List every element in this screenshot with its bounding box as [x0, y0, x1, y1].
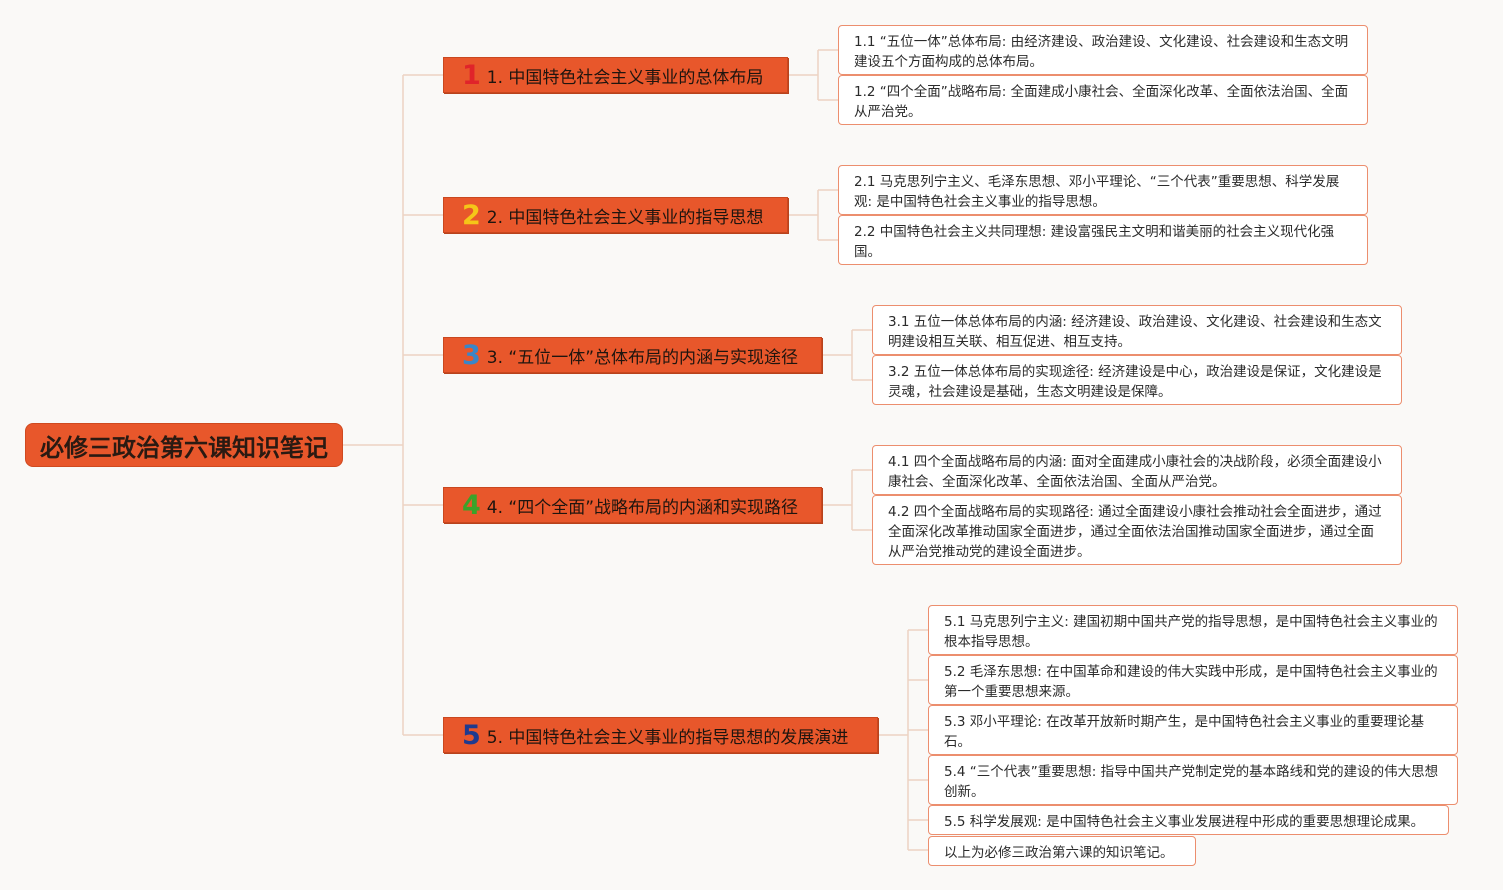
branch-1-label: 1. 中国特色社会主义事业的总体布局	[486, 67, 764, 88]
leaf-5-2[interactable]: 5.2 毛泽东思想: 在中国革命和建设的伟大实践中形成，是中国特色社会主义事业的…	[928, 655, 1458, 705]
leaf-2-1[interactable]: 2.1 马克思列宁主义、毛泽东思想、邓小平理论、“三个代表”重要思想、科学发展观…	[838, 165, 1368, 215]
leaf-1-1-text: 1.1 “五位一体”总体布局: 由经济建设、政治建设、文化建设、社会建设和生态文…	[854, 34, 1349, 70]
leaf-4-1-text: 4.1 四个全面战略布局的内涵: 面对全面建成小康社会的决战阶段，必须全面建设小…	[888, 454, 1382, 490]
branch-4-label: 4. “四个全面”战略布局的内涵和实现路径	[486, 497, 799, 518]
number-4-icon: 4	[462, 489, 481, 521]
branch-2[interactable]: 2 2. 中国特色社会主义事业的指导思想	[443, 197, 788, 233]
branch-5[interactable]: 5 5. 中国特色社会主义事业的指导思想的发展演进	[443, 717, 878, 753]
leaf-3-2-text: 3.2 五位一体总体布局的实现途径: 经济建设是中心，政治建设是保证，文化建设是…	[888, 364, 1382, 400]
leaf-2-2[interactable]: 2.2 中国特色社会主义共同理想: 建设富强民主文明和谐美丽的社会主义现代化强国…	[838, 215, 1368, 265]
branch-3[interactable]: 3 3. “五位一体”总体布局的内涵与实现途径	[443, 337, 822, 373]
leaf-5-3-text: 5.3 邓小平理论: 在改革开放新时期产生，是中国特色社会主义事业的重要理论基石…	[944, 714, 1425, 750]
number-5-icon: 5	[462, 719, 481, 751]
leaf-5-4-text: 5.4 “三个代表”重要思想: 指导中国共产党制定党的基本路线和党的建设的伟大思…	[944, 764, 1439, 800]
root-topic[interactable]: 必修三政治第六课知识笔记	[25, 423, 343, 467]
leaf-1-2[interactable]: 1.2 “四个全面”战略布局: 全面建成小康社会、全面深化改革、全面依法治国、全…	[838, 75, 1368, 125]
leaf-2-2-text: 2.2 中国特色社会主义共同理想: 建设富强民主文明和谐美丽的社会主义现代化强国…	[854, 224, 1335, 260]
number-3-icon: 3	[462, 339, 481, 371]
leaf-4-1[interactable]: 4.1 四个全面战略布局的内涵: 面对全面建成小康社会的决战阶段，必须全面建设小…	[872, 445, 1402, 495]
leaf-5-2-text: 5.2 毛泽东思想: 在中国革命和建设的伟大实践中形成，是中国特色社会主义事业的…	[944, 664, 1438, 700]
number-2-icon: 2	[462, 199, 481, 231]
leaf-5-1[interactable]: 5.1 马克思列宁主义: 建国初期中国共产党的指导思想，是中国特色社会主义事业的…	[928, 605, 1458, 655]
leaf-1-2-text: 1.2 “四个全面”战略布局: 全面建成小康社会、全面深化改革、全面依法治国、全…	[854, 84, 1349, 120]
root-title: 必修三政治第六课知识笔记	[40, 433, 328, 462]
leaf-summary-text: 以上为必修三政治第六课的知识笔记。	[944, 845, 1174, 861]
leaf-5-3[interactable]: 5.3 邓小平理论: 在改革开放新时期产生，是中国特色社会主义事业的重要理论基石…	[928, 705, 1458, 755]
leaf-4-2-text: 4.2 四个全面战略布局的实现路径: 通过全面建设小康社会推动社会全面进步，通过…	[888, 504, 1382, 560]
leaf-3-1[interactable]: 3.1 五位一体总体布局的内涵: 经济建设、政治建设、文化建设、社会建设和生态文…	[872, 305, 1402, 355]
leaf-4-2[interactable]: 4.2 四个全面战略布局的实现路径: 通过全面建设小康社会推动社会全面进步，通过…	[872, 495, 1402, 565]
branch-1[interactable]: 1 1. 中国特色社会主义事业的总体布局	[443, 57, 788, 93]
number-1-icon: 1	[462, 59, 481, 91]
leaf-summary[interactable]: 以上为必修三政治第六课的知识笔记。	[928, 836, 1196, 866]
leaf-3-1-text: 3.1 五位一体总体布局的内涵: 经济建设、政治建设、文化建设、社会建设和生态文…	[888, 314, 1382, 350]
leaf-5-1-text: 5.1 马克思列宁主义: 建国初期中国共产党的指导思想，是中国特色社会主义事业的…	[944, 614, 1438, 650]
branch-4[interactable]: 4 4. “四个全面”战略布局的内涵和实现路径	[443, 487, 822, 523]
leaf-2-1-text: 2.1 马克思列宁主义、毛泽东思想、邓小平理论、“三个代表”重要思想、科学发展观…	[854, 174, 1340, 210]
leaf-5-5-text: 5.5 科学发展观: 是中国特色社会主义事业发展进程中形成的重要思想理论成果。	[944, 814, 1425, 830]
branch-2-label: 2. 中国特色社会主义事业的指导思想	[486, 207, 764, 228]
leaf-1-1[interactable]: 1.1 “五位一体”总体布局: 由经济建设、政治建设、文化建设、社会建设和生态文…	[838, 25, 1368, 75]
leaf-5-4[interactable]: 5.4 “三个代表”重要思想: 指导中国共产党制定党的基本路线和党的建设的伟大思…	[928, 755, 1458, 805]
branch-3-label: 3. “五位一体”总体布局的内涵与实现途径	[486, 347, 799, 368]
branch-5-label: 5. 中国特色社会主义事业的指导思想的发展演进	[486, 727, 849, 748]
leaf-3-2[interactable]: 3.2 五位一体总体布局的实现途径: 经济建设是中心，政治建设是保证，文化建设是…	[872, 355, 1402, 405]
leaf-5-5[interactable]: 5.5 科学发展观: 是中国特色社会主义事业发展进程中形成的重要思想理论成果。	[928, 805, 1449, 835]
